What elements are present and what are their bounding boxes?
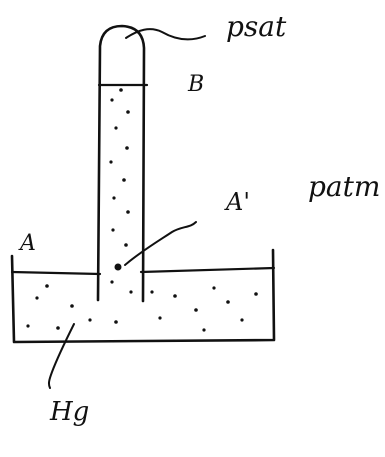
hg-label: Hg xyxy=(49,397,89,427)
patm-label: patm xyxy=(308,170,380,203)
point-a-label: A xyxy=(18,231,36,256)
column-mercury-dots xyxy=(109,88,133,294)
a-prime-leader-line xyxy=(124,221,197,266)
barometer-tube xyxy=(96,24,146,303)
psat-label: psat xyxy=(226,10,287,43)
reservoir-surface-right xyxy=(139,266,276,274)
point-a-prime-label: A' xyxy=(224,188,250,216)
psat-leader-line xyxy=(125,28,206,41)
point-a-prime-marker xyxy=(114,263,122,271)
point-b-label: B xyxy=(187,72,204,97)
reservoir-mercury-dots xyxy=(26,284,258,332)
reservoir-surface-left xyxy=(10,270,102,276)
mercury-reservoir xyxy=(10,248,276,344)
hg-leader-line xyxy=(47,323,75,389)
